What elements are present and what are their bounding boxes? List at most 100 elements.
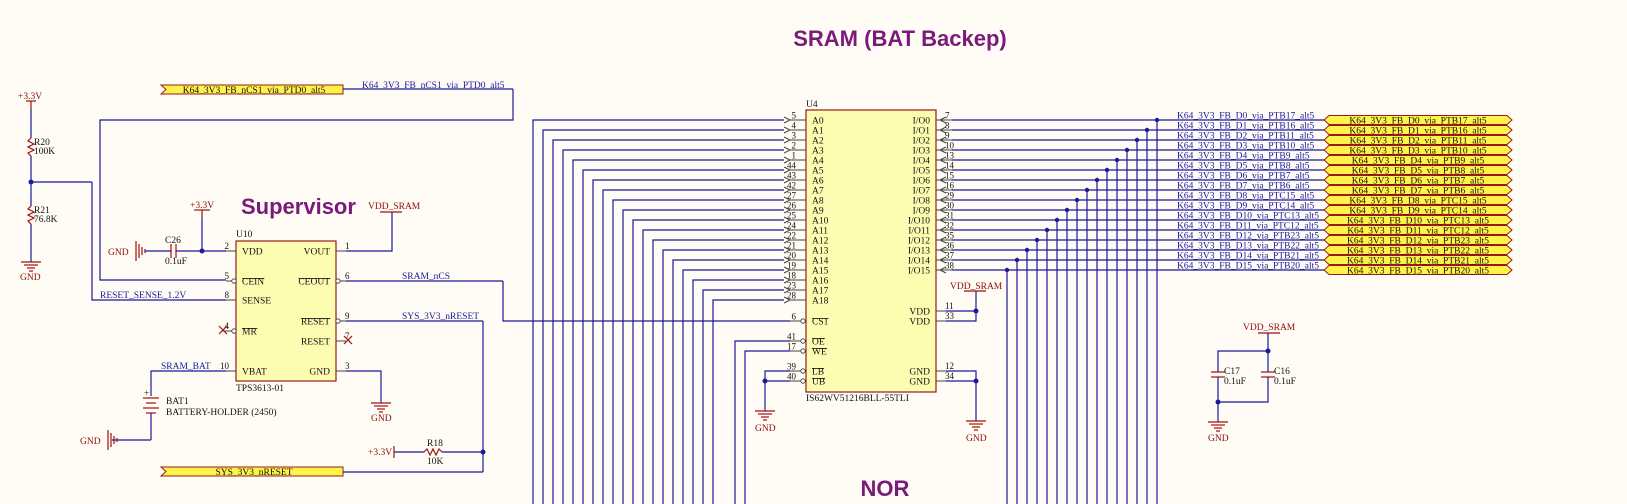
data-port [1323, 255, 1513, 265]
address-line [622, 209, 784, 504]
port-sys-reset [159, 466, 344, 477]
u4-pin-num: 1 [792, 151, 797, 161]
u4-pin-name: WE [812, 348, 827, 358]
u4-pin-name: I/O14 [908, 257, 930, 267]
u4-pin-num: 12 [945, 361, 954, 371]
u4-pin-num: 44 [787, 161, 797, 171]
r18-ref: R18 [427, 439, 443, 449]
u4-pin-num: 39 [787, 362, 797, 372]
u4-pin-num: 14 [945, 161, 955, 171]
junction [1014, 257, 1020, 263]
u4-pin-num: 24 [787, 221, 797, 231]
u4-part: IS62WV51216BLL-55TLI [806, 394, 909, 404]
u4-pin-name: A16 [812, 277, 829, 287]
u4-pin-name: A4 [812, 157, 824, 167]
address-line [682, 269, 784, 504]
net-sram-ncs: SRAM_nCS [402, 272, 450, 282]
r21-ref: R21 [34, 206, 50, 216]
address-line [562, 149, 784, 504]
u4-pin-name: A1 [812, 127, 824, 137]
data-port-label: K64_3V3_FB_D13_via_PTB22_alt5 [1347, 247, 1489, 257]
data-net-label: K64_3V3_FB_D8_via_PTC15_alt5 [1177, 192, 1314, 202]
svg-text:+: + [144, 389, 149, 399]
u4-pin-num: 11 [945, 301, 954, 311]
net-reset-sense: RESET_SENSE_1.2V [100, 291, 186, 301]
u10-pin-name: MR [242, 328, 257, 338]
data-net-label: K64_3V3_FB_D13_via_PTB22_alt5 [1177, 242, 1319, 252]
address-line [612, 199, 784, 504]
port-ncs1-label: K64_3V3_FB_nCS1_via_PTD0_alt5 [183, 86, 326, 96]
data-net-label: K64_3V3_FB_D1_via_PTB16_alt5 [1177, 122, 1314, 132]
r18-power-label: +3.3V [368, 448, 392, 458]
data-port-label: K64_3V3_FB_D3_via_PTB10_alt5 [1349, 147, 1486, 157]
u4-pin-name: A13 [812, 247, 829, 257]
data-net-label: K64_3V3_FB_D14_via_PTB21_alt5 [1177, 252, 1319, 262]
data-port [1323, 125, 1513, 135]
u4-pin-num: 41 [787, 332, 796, 342]
address-line [692, 279, 784, 504]
u4-gnd-label: GND [966, 434, 987, 444]
data-port [1323, 215, 1513, 225]
data-port [1323, 155, 1513, 165]
c26-value: 0.1uF [165, 257, 187, 267]
data-net-label: K64_3V3_FB_D10_via_PTC13_alt5 [1177, 212, 1319, 222]
address-line [652, 239, 784, 504]
u4-pin-num: 35 [945, 231, 955, 241]
gnd-label-divider: GND [20, 273, 41, 283]
data-port-label: K64_3V3_FB_D11_via_PTC12_alt5 [1347, 227, 1489, 237]
u4-pin-name: I/O6 [913, 177, 931, 187]
u10-pin-num: 8 [225, 290, 230, 300]
data-port [1323, 245, 1513, 255]
u4-pin-num: 19 [787, 261, 797, 271]
junction [1154, 117, 1160, 123]
u4-pin-num: 31 [945, 211, 954, 221]
u4-pin-num: 13 [945, 151, 955, 161]
u4-pin-name: I/O13 [908, 247, 930, 257]
address-line [532, 119, 784, 504]
u4-pin-name: I/O3 [913, 147, 931, 157]
decap-vdd-sram-label: VDD_SRAM [1243, 323, 1296, 333]
junction [1054, 217, 1060, 223]
bat1-value: BATTERY-HOLDER (2450) [166, 407, 277, 418]
data-port-label: K64_3V3_FB_D7_via_PTB6_alt5 [1352, 187, 1485, 197]
title-sram: SRAM (BAT Backep) [793, 26, 1007, 51]
junction [1144, 127, 1150, 133]
address-line [672, 259, 784, 504]
u4-pin-num: 3 [792, 131, 797, 141]
u4-pin-num: 20 [787, 251, 797, 261]
junction [1064, 207, 1070, 213]
u4-pin-num: 4 [792, 121, 797, 131]
data-net-label: K64_3V3_FB_D6_via_PTB7_alt5 [1177, 172, 1310, 182]
u4-pin-num: 37 [945, 251, 955, 261]
u4-pin-num: 21 [787, 241, 796, 251]
u10-pin-num: 5 [225, 271, 230, 281]
u10-gnd-label: GND [371, 414, 392, 424]
r21-value: 76.8K [34, 215, 58, 225]
u4-vdd-sram-label: VDD_SRAM [950, 282, 1003, 292]
ncs1-net: K64_3V3_FB_nCS1_via_PTD0_alt5 K64_3V3_FB… [99, 81, 514, 281]
junction [1034, 237, 1040, 243]
address-line [712, 299, 784, 504]
data-port [1323, 225, 1513, 235]
data-port-label: K64_3V3_FB_D4_via_PTB9_alt5 [1352, 157, 1485, 167]
u4-pin-num: 8 [945, 121, 950, 131]
u4-pin-name: GND [909, 378, 930, 388]
u4-pin-name: I/O5 [913, 167, 931, 177]
junction [1094, 177, 1100, 183]
resistor-r20 [26, 137, 36, 157]
data-net-label: K64_3V3_FB_D5_via_PTB8_alt5 [1177, 162, 1310, 172]
data-port [1323, 175, 1513, 185]
junction [1124, 147, 1130, 153]
u4-pin-num: 27 [787, 191, 797, 201]
data-port [1323, 115, 1513, 125]
u4-pin-num: 18 [787, 271, 797, 281]
u4-pin-name: A9 [812, 207, 824, 217]
u4-pin-name: A3 [812, 147, 824, 157]
u4-pin-num: 5 [792, 111, 797, 121]
u4-pin-name: A14 [812, 257, 829, 267]
u10-supervisor: +3.3V C26 0.1uF GND U10 TPS3613-01 2VDD5… [80, 201, 790, 478]
u4-pin-name: GND [909, 368, 930, 378]
u4-pin-name: A12 [812, 237, 829, 247]
c17-value: 0.1uF [1224, 377, 1246, 387]
data-net-label: K64_3V3_FB_D9_via_PTC14_alt5 [1177, 202, 1314, 212]
